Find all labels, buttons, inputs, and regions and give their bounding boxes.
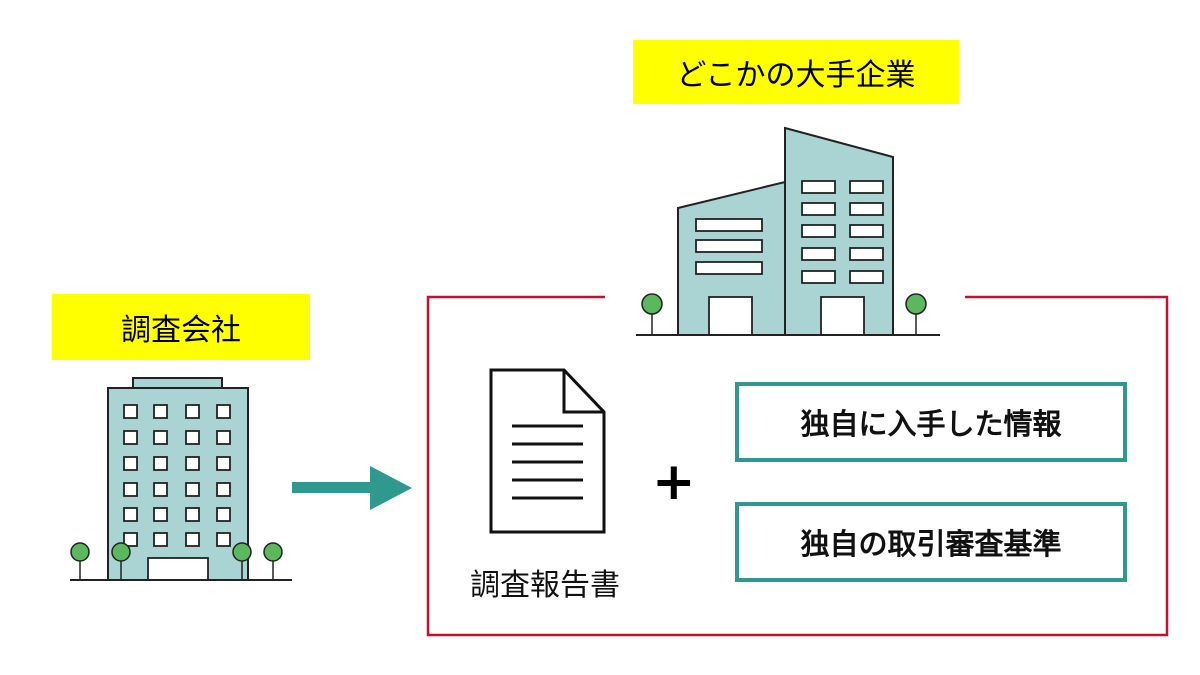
- large-company-building-icon: [636, 126, 940, 336]
- group-frame: [426, 295, 1169, 637]
- tree-icon: [70, 542, 283, 580]
- tree-icon: [641, 293, 927, 335]
- document-icon: [489, 368, 606, 534]
- large-company-label: どこかの大手企業: [633, 40, 959, 104]
- flow-arrow-icon: [292, 466, 412, 510]
- info-box-obtained-info: 独自に入手した情報: [735, 382, 1127, 462]
- research-company-building-icon: [70, 377, 292, 581]
- research-company-label: 調査会社: [52, 294, 310, 360]
- plus-sign: +: [652, 452, 696, 512]
- report-label: 調査報告書: [470, 568, 620, 603]
- info-box-credit-criteria: 独自の取引審査基準: [735, 502, 1127, 582]
